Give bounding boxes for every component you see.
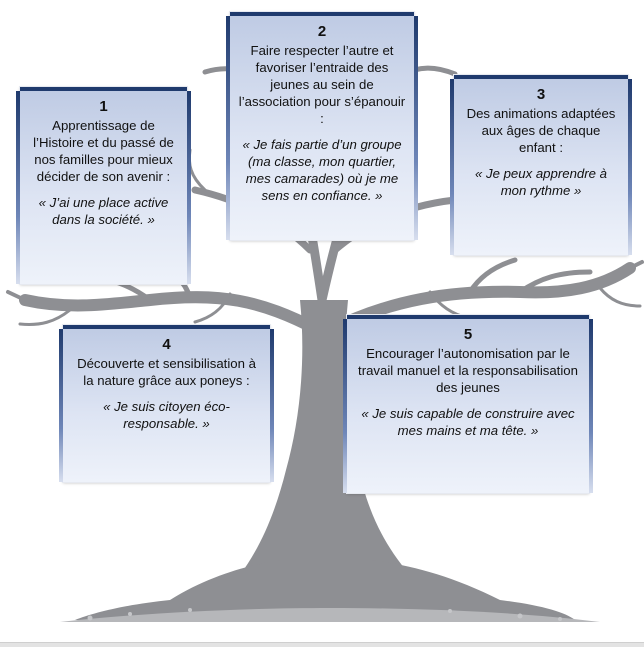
card-number: 2	[317, 23, 327, 40]
card-number: 4	[162, 336, 171, 353]
card-description: Découverte et sensibilisation à la natur…	[77, 356, 256, 388]
card-quote: « Je fais partie d’un groupe (ma classe,…	[242, 137, 402, 203]
card-quote: « Je suis capable de construire avec mes…	[361, 406, 575, 438]
principle-card-2: 2 Faire respecter l’autre et favoriser l…	[226, 12, 418, 240]
principle-card-4: 4 Découverte et sensibilisation à la nat…	[59, 325, 274, 482]
bottom-divider	[0, 642, 644, 647]
card-quote: « Je suis citoyen éco-responsable. »	[103, 399, 230, 431]
card-description: Encourager l’autonomisation par le trava…	[358, 346, 578, 395]
card-number: 1	[99, 98, 108, 115]
card-description: Apprentissage de l’Histoire et du passé …	[33, 118, 174, 184]
card-description: Des animations adaptées aux âges de chaq…	[466, 106, 616, 155]
card-quote: « J’ai une place active dans la société.…	[38, 195, 169, 227]
principle-card-5: 5 Encourager l’autonomisation par le tra…	[343, 315, 593, 493]
principle-card-1: 1 Apprentissage de l’Histoire et du pass…	[16, 87, 191, 284]
card-number: 3	[536, 86, 546, 103]
card-description: Faire respecter l’autre et favoriser l’e…	[238, 43, 406, 126]
card-quote: « Je peux apprendre à mon rythme »	[475, 166, 607, 198]
principle-card-3: 3 Des animations adaptées aux âges de ch…	[450, 75, 632, 255]
card-number: 5	[463, 326, 473, 343]
